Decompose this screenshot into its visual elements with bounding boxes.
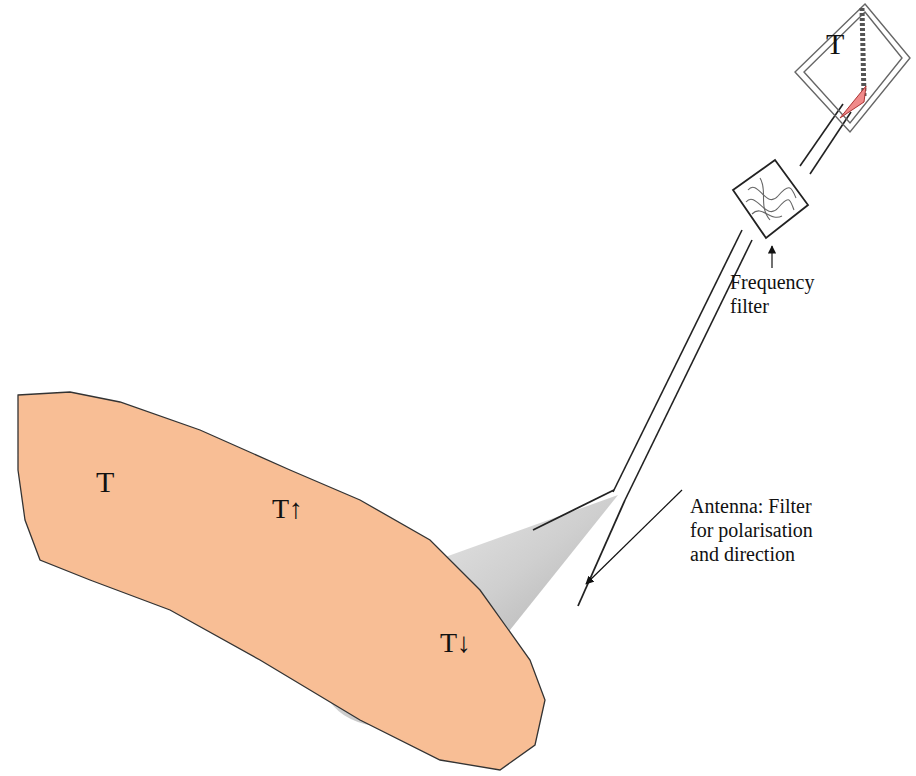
radiometer-box: T [780,0,916,140]
node-outline [780,0,916,140]
antenna-horn [533,490,625,606]
antenna-label: Antenna: Filter for polarisation and dir… [690,494,830,566]
leader-line [586,490,682,584]
node-text: T [96,464,114,500]
node-text: T [826,26,844,62]
leader-line [771,246,772,268]
frequency-filter-box [733,160,808,238]
frequency-filter-label: Frequency filter [730,270,830,318]
node-outline [0,380,560,776]
temperature-down: T↓ [440,626,500,660]
temperature-up: T↑ [272,492,332,526]
waveguide [613,104,851,500]
body-region: T [0,380,560,776]
